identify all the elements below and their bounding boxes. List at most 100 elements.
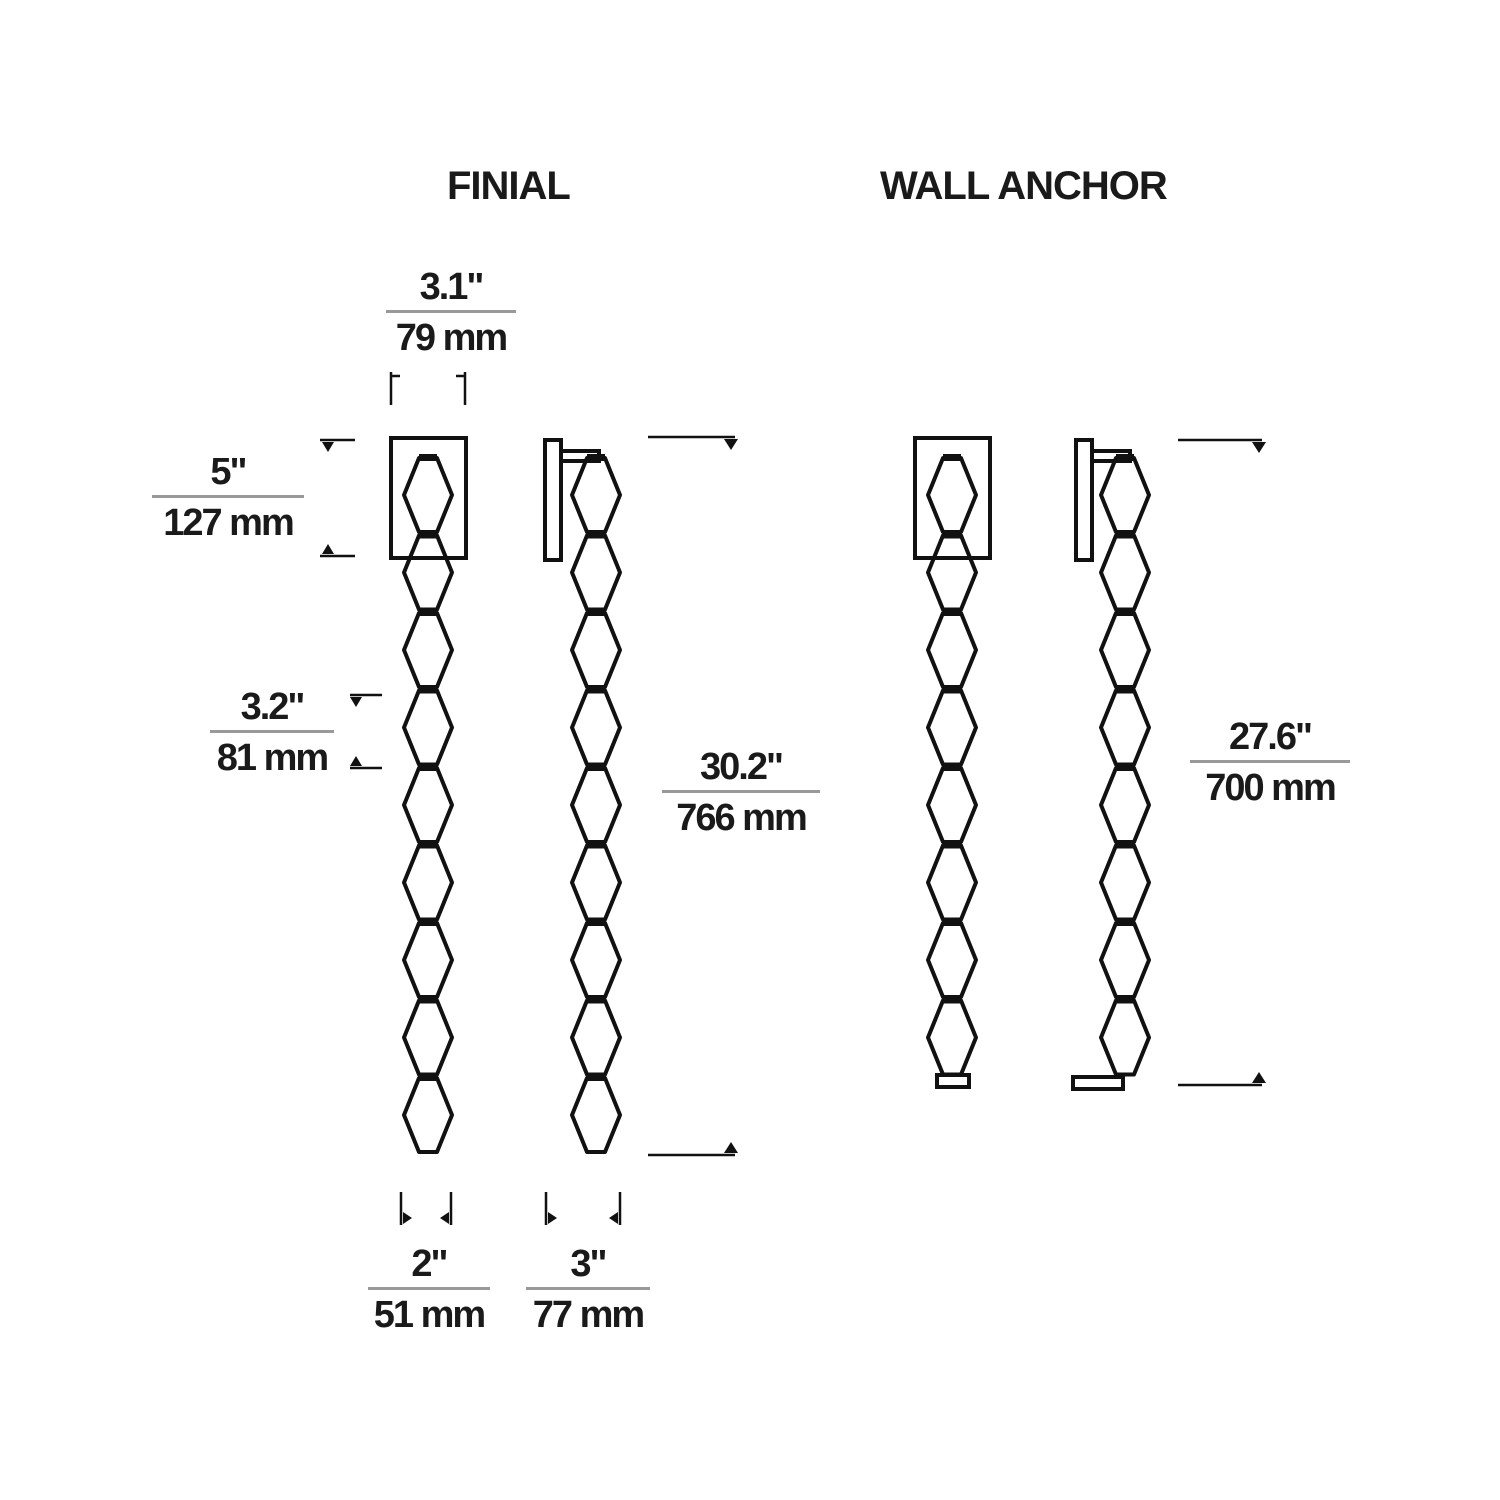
arrow-icon: [1252, 442, 1266, 453]
finial-side-link-connector: [587, 609, 605, 616]
finial-front-link-connector: [419, 609, 437, 616]
wall-anchor-front-link-connector: [943, 919, 961, 926]
finial-front-canopy: [389, 436, 468, 560]
wall-anchor-side-link: [1099, 688, 1151, 767]
wall-anchor-front-link: [926, 456, 978, 534]
wall-anchor-side-link: [1099, 921, 1151, 999]
finial-front-link-connector: [419, 686, 437, 694]
wall-anchor-title: WALL ANCHOR: [880, 164, 1168, 208]
finial-front-link: [402, 533, 454, 612]
wall-anchor-front-link-connector: [943, 686, 961, 694]
dim-link-pitch-leaders: [350, 693, 382, 770]
dim-link-pitch: 3.2" 81 mm: [210, 688, 334, 777]
arrow-icon: [403, 1212, 412, 1224]
wall-anchor-end-cap: [935, 1073, 971, 1089]
finial-front-link: [402, 921, 454, 999]
finial-side-link-connector: [587, 919, 605, 926]
finial-side-link-connector: [587, 686, 605, 694]
finial-front-link: [402, 1076, 454, 1154]
wall-anchor-side-link: [1099, 766, 1151, 844]
finial-side-link: [570, 1076, 622, 1154]
wall-anchor-side-link-connector: [1116, 609, 1134, 616]
wall-anchor-side-link: [1099, 533, 1151, 612]
arrow-icon: [440, 1212, 449, 1224]
finial-front-link-connector: [419, 531, 437, 539]
wall-anchor-front-link: [926, 688, 978, 767]
finial-front-link-connector: [419, 1074, 437, 1081]
dim-imperial: 2": [411, 1243, 448, 1285]
wall-anchor-side-link-connector: [1116, 841, 1134, 849]
finial-front-link: [402, 456, 454, 534]
wall-anchor-side-plate: [1074, 438, 1094, 562]
wall-anchor-front-link-connector: [943, 996, 961, 1004]
dim-imperial: 3.1": [419, 266, 485, 308]
dim-metric: 79 mm: [395, 317, 508, 359]
dim-imperial: 3": [570, 1243, 607, 1285]
dim-metric: 77 mm: [532, 1294, 645, 1336]
dim-link-width: 2" 51 mm: [368, 1245, 490, 1334]
dim-depth: 3" 77 mm: [526, 1245, 650, 1334]
finial-front-link: [402, 843, 454, 922]
wall-anchor-side-link-connector: [1116, 531, 1134, 539]
wall-anchor-front-link: [926, 533, 978, 612]
dim-metric: 127 mm: [163, 502, 295, 544]
dim-metric: 51 mm: [373, 1294, 486, 1336]
wall-anchor-side-link-connector: [1116, 996, 1134, 1004]
finial-front-link: [402, 611, 454, 689]
dim-link-width-ticks: [399, 1192, 453, 1225]
finial-side-link: [570, 688, 622, 767]
dim-finial-height-leaders: [648, 435, 735, 1157]
wall-anchor-side-link-connector: [1116, 686, 1134, 694]
arrow-icon: [322, 442, 334, 452]
finial-side-link: [570, 533, 622, 612]
wall-anchor-side-link-connector: [1116, 454, 1134, 461]
arrow-icon: [548, 1212, 557, 1224]
finial-side-link-connector: [587, 454, 605, 461]
dim-imperial: 30.2": [700, 746, 784, 788]
dim-canopy-height-leaders: [320, 438, 355, 558]
finial-side-link: [570, 456, 622, 534]
finial-side-link-connector: [587, 531, 605, 539]
finial-front-link-connector: [419, 919, 437, 926]
wall-anchor-front-link-connector: [943, 454, 961, 461]
arrow-icon: [350, 756, 362, 766]
dim-imperial: 5": [210, 451, 247, 493]
dim-depth-ticks: [544, 1192, 622, 1225]
finial-side-link: [570, 998, 622, 1077]
arrow-icon: [724, 439, 738, 450]
finial-front-link-connector: [419, 996, 437, 1004]
finial-front-link-connector: [419, 764, 437, 771]
dim-finial-height: 30.2" 766 mm: [662, 748, 820, 837]
wall-anchor-front-link-connector: [943, 841, 961, 849]
finial-front-link: [402, 688, 454, 767]
wall-anchor-bottom-bracket: [1071, 1075, 1125, 1091]
dim-imperial: 3.2": [240, 686, 306, 728]
finial-side-plate: [543, 438, 563, 562]
dim-metric: 766 mm: [676, 797, 808, 839]
dim-metric: 81 mm: [216, 737, 329, 779]
dim-wall-anchor-height-leaders: [1178, 438, 1262, 1087]
finial-side-link: [570, 921, 622, 999]
wall-anchor-front-link: [926, 611, 978, 689]
finial-side-link-connector: [587, 1074, 605, 1081]
arrow-icon: [609, 1212, 618, 1224]
wall-anchor-front-link: [926, 998, 978, 1077]
finial-front-link-connector: [419, 841, 437, 849]
wall-anchor-side-link: [1099, 843, 1151, 922]
arrow-icon: [350, 697, 362, 707]
arrow-icon: [322, 544, 334, 554]
wall-anchor-front-link-connector: [943, 609, 961, 616]
finial-side-link: [570, 843, 622, 922]
dim-imperial: 27.6": [1229, 716, 1313, 758]
finial-title: FINIAL: [447, 164, 571, 208]
wall-anchor-side-link: [1099, 998, 1151, 1077]
finial-side-link-connector: [587, 764, 605, 771]
finial-front-link: [402, 766, 454, 844]
wall-anchor-front-link-connector: [943, 764, 961, 771]
finial-side-link-connector: [587, 841, 605, 849]
dim-metric: 700 mm: [1205, 767, 1337, 809]
wall-anchor-side-link: [1099, 611, 1151, 689]
finial-side-link-connector: [587, 996, 605, 1004]
